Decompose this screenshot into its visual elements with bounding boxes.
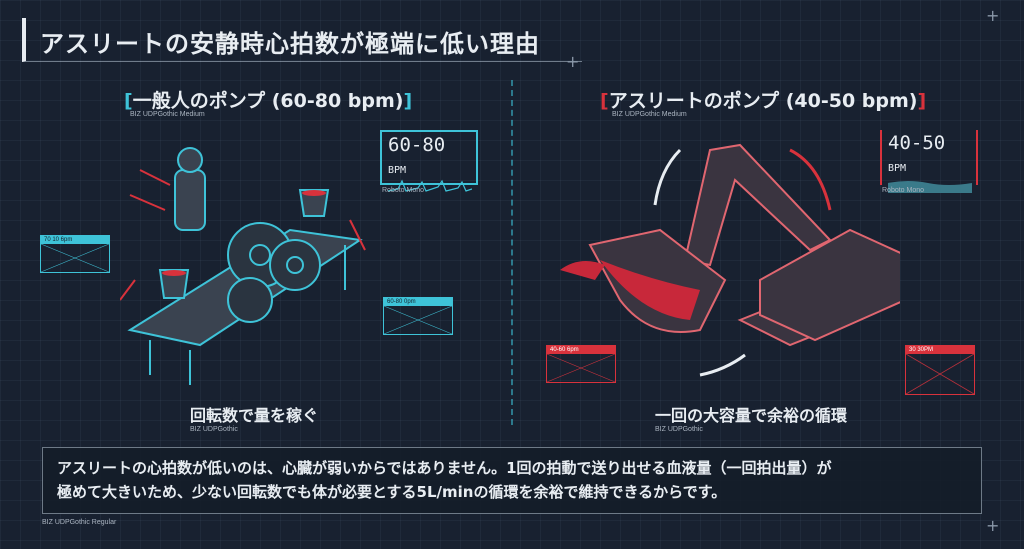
- excavator-illustration: [560, 143, 900, 377]
- summary-box: アスリートの心拍数が低いのは、心臓が弱いからではありません。1回の拍動で送り出せ…: [42, 447, 982, 514]
- summary-line: 極めて大きいため、少ない回転数でも体が必要とする5L/minの循環を余裕で維持で…: [57, 483, 727, 501]
- font-note: BIZ UDPGothic Medium: [612, 111, 687, 118]
- heartbeat-waveform: [888, 181, 972, 193]
- crosshair-icon: +: [986, 6, 1000, 25]
- right-heading: [アスリートのポンプ (40-50 bpm)]: [600, 90, 927, 112]
- crosshair-icon: +: [986, 516, 1000, 535]
- left-caption: 回転数で量を稼ぐ: [190, 406, 319, 425]
- spec-label: 60-80 0pm: [383, 297, 453, 335]
- spec-label: 30 30PM: [905, 345, 975, 395]
- font-note: BIZ UDPGothic: [655, 426, 703, 433]
- divider: [511, 80, 513, 425]
- font-note: BIZ UDPGothic Medium: [130, 111, 205, 118]
- crosshair-icon: +: [566, 52, 580, 71]
- bpm-readout-left: 60-80 BPM: [380, 130, 478, 192]
- font-note: Roboto Mono: [382, 187, 425, 194]
- heartbeat-waveform: [387, 179, 473, 192]
- conveyor-pump-illustration: [120, 147, 366, 385]
- font-note: BIZ UDPGothic: [190, 426, 238, 433]
- summary-line: アスリートの心拍数が低いのは、心臓が弱いからではありません。1回の拍動で送り出せ…: [57, 459, 832, 477]
- font-note: Roboto Mono: [882, 187, 925, 194]
- right-caption: 一回の大容量で余裕の循環: [655, 406, 848, 425]
- spec-label: 40-60 6pm: [546, 345, 616, 383]
- left-heading: [一般人のポンプ (60-80 bpm)]: [124, 90, 413, 112]
- bpm-readout-right: 40-50 BPM: [880, 130, 978, 193]
- page-title: アスリートの安静時心拍数が極端に低い理由: [22, 18, 582, 62]
- spec-label: 70 10 6pm: [40, 235, 110, 273]
- font-note: BIZ UDPGothic Regular: [42, 519, 117, 526]
